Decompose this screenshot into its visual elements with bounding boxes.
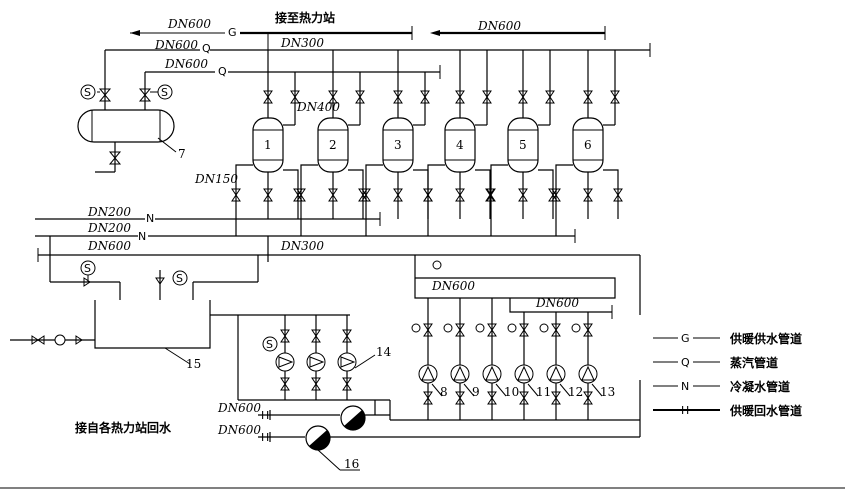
- make-up-pumps-14: S: [210, 314, 350, 400]
- letter-n1: N: [146, 212, 154, 225]
- legend-letter: Q: [681, 356, 690, 369]
- circ-pump-10: 10: [475, 298, 519, 420]
- letter-n2: N: [138, 230, 146, 243]
- heat-exchangers: 1 2 3 4 5 6: [231, 50, 623, 236]
- s-instrument-2: S: [161, 86, 168, 99]
- dn-label-n1: DN200: [87, 205, 131, 219]
- legend-item-h: H 供暖回水管道: [653, 403, 802, 418]
- steam-main-q: [104, 43, 651, 95]
- letter-q2: Q: [218, 65, 227, 78]
- condensate-headers-n: [35, 212, 576, 243]
- legend-letter: N: [681, 380, 689, 393]
- s-instrument-4: S: [176, 272, 183, 285]
- make-up-pump-2: [306, 315, 326, 400]
- legend-label: 供暖供水管道: [729, 331, 802, 346]
- dn-label-150: DN150: [194, 172, 238, 186]
- number-7: 7: [178, 147, 186, 161]
- exchanger-label-6: 6: [584, 138, 592, 152]
- dn-label-ret1: DN600: [217, 401, 261, 415]
- exchanger-1: 1: [231, 50, 303, 236]
- legend: G 供暖供水管道 Q 蒸汽管道 N 冷凝水管道 H 供暖回水管道: [653, 331, 802, 418]
- dn-label-300-mid: DN300: [280, 239, 324, 253]
- s-instrument-5: S: [266, 338, 273, 351]
- return-header-h: [37, 236, 641, 315]
- to-station-label: 接至热力站: [275, 10, 335, 25]
- letter-q1: Q: [202, 42, 211, 55]
- circ-pump-11: 11: [507, 312, 551, 420]
- exchanger-6: 6: [551, 50, 623, 236]
- circ-pump-9: 9: [443, 298, 480, 420]
- number-16: 16: [344, 457, 359, 471]
- exchanger-label-4: 4: [456, 138, 464, 152]
- number-14: 14: [376, 345, 392, 359]
- exchanger-4: 4: [423, 50, 495, 236]
- legend-letter: G: [681, 332, 690, 345]
- letter-g: G: [228, 26, 237, 39]
- legend-item-g: G 供暖供水管道: [653, 331, 802, 346]
- legend-item-n: N 冷凝水管道: [653, 379, 790, 394]
- dn-label-ret2: DN600: [217, 423, 261, 437]
- exchanger-label-3: 3: [394, 138, 402, 152]
- exchanger-3: 3: [361, 50, 433, 236]
- s-instrument-1: S: [84, 86, 91, 99]
- vessel-7: 7: [77, 109, 186, 173]
- from-stations-label: 接自各热力站回水: [75, 420, 172, 435]
- dn-label-pump-hdr2: DN600: [535, 296, 579, 310]
- exchanger-5: 5: [486, 50, 558, 236]
- pump-number-13: 13: [600, 385, 615, 399]
- exchanger-label-5: 5: [519, 138, 527, 152]
- make-up-pump-group: [275, 315, 357, 400]
- dn-label-n2: DN200: [87, 221, 131, 235]
- legend-label: 冷凝水管道: [730, 379, 790, 394]
- exchanger-label-1: 1: [264, 138, 272, 152]
- supply-header-g: [130, 26, 606, 55]
- legend-label: 供暖回水管道: [729, 403, 802, 418]
- pump-headers: [414, 255, 616, 319]
- dn-label-h-main: DN600: [87, 239, 131, 253]
- pump-number-10: 10: [504, 385, 519, 399]
- exchanger-label-2: 2: [329, 138, 337, 152]
- dn-label-q-branch: DN600: [164, 57, 208, 71]
- steam-branch-q: [144, 65, 441, 95]
- s-instrument-3: S: [84, 262, 91, 275]
- make-up-pump-3: [337, 315, 357, 400]
- tank-15: S S 15: [10, 255, 259, 371]
- pump-number-12: 12: [568, 385, 583, 399]
- vessel-steam-valves: S S: [80, 84, 173, 110]
- return-lines-h: 16: [238, 380, 641, 471]
- dn-label-g-left: DN600: [167, 17, 211, 31]
- pump-number-8: 8: [440, 385, 448, 399]
- dn-label-g-right: DN600: [477, 19, 521, 33]
- circulation-pumps: 8 9 10 11 12 13: [411, 298, 615, 420]
- exchanger-2: 2: [296, 50, 368, 236]
- number-15: 15: [186, 357, 201, 371]
- dn-label-pump-hdr1: DN600: [431, 279, 475, 293]
- pump-number-11: 11: [536, 385, 551, 399]
- make-up-pump-1: [275, 315, 295, 400]
- legend-label: 蒸汽管道: [730, 355, 778, 370]
- legend-letter: H: [681, 404, 689, 417]
- dn-label-q-main: DN600: [154, 38, 198, 52]
- dn-label-400: DN400: [296, 100, 340, 114]
- legend-item-q: Q 蒸汽管道: [653, 355, 778, 370]
- circ-pump-12: 12: [539, 312, 583, 420]
- circ-pump-13: 13: [571, 312, 615, 420]
- circ-pump-8: 8: [411, 298, 448, 420]
- pump-number-9: 9: [472, 385, 480, 399]
- dn-label-300-top: DN300: [280, 36, 324, 50]
